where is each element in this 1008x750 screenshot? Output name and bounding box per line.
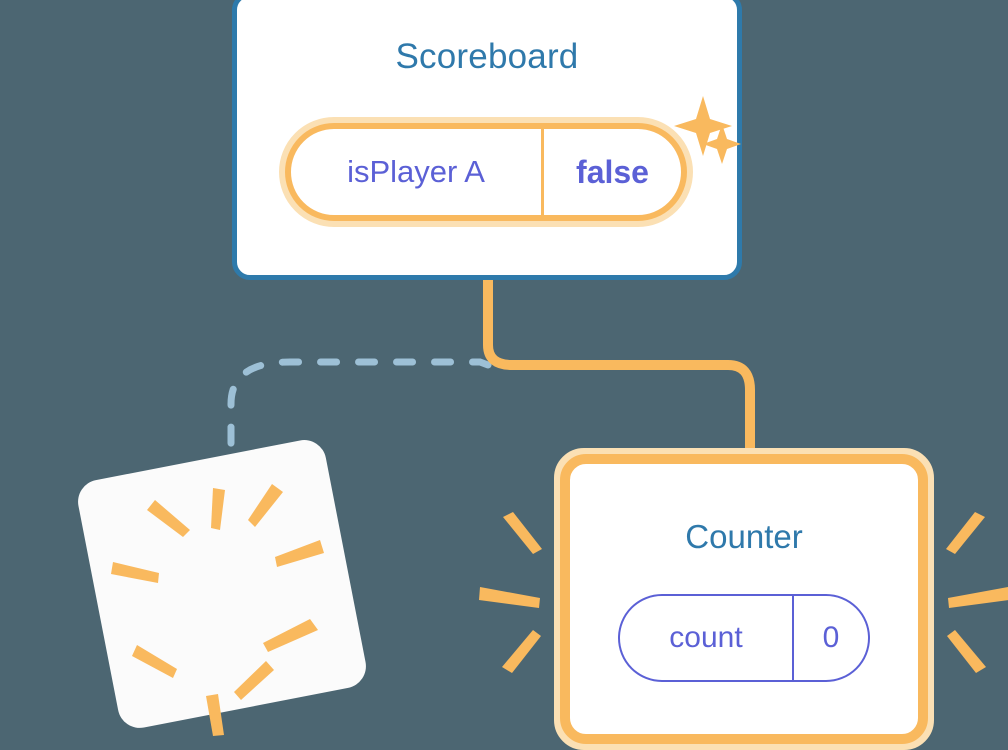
counter-state-pill[interactable]: count 0 <box>618 594 870 682</box>
counter-state-value: 0 <box>822 621 840 654</box>
scoreboard-state-value: false <box>576 153 649 190</box>
counter-burst-rays-left <box>479 512 542 673</box>
counter-burst-rays-right <box>946 512 1008 673</box>
scoreboard-title: Scoreboard <box>395 37 579 76</box>
scoreboard-state-key: isPlayer A <box>347 154 485 189</box>
scoreboard-state-pill[interactable]: isPlayer A false <box>285 123 687 221</box>
counter-card-wrapper[interactable]: Counter count 0 <box>554 448 934 750</box>
scoreboard-card[interactable]: Scoreboard isPlayer A false <box>232 0 742 280</box>
solid-connector-path <box>483 278 755 470</box>
scoreboard-state-row-glow <box>279 117 693 227</box>
counter-card[interactable]: Counter count 0 <box>560 454 928 744</box>
counter-state-divider <box>792 596 794 680</box>
scoreboard-state-row[interactable]: isPlayer A false <box>279 117 693 227</box>
counter-state-key: count <box>669 621 743 654</box>
blank-card[interactable] <box>74 436 370 732</box>
counter-title: Counter <box>685 518 803 555</box>
counter-card-glow <box>554 448 934 750</box>
scoreboard-state-divider <box>541 129 544 215</box>
